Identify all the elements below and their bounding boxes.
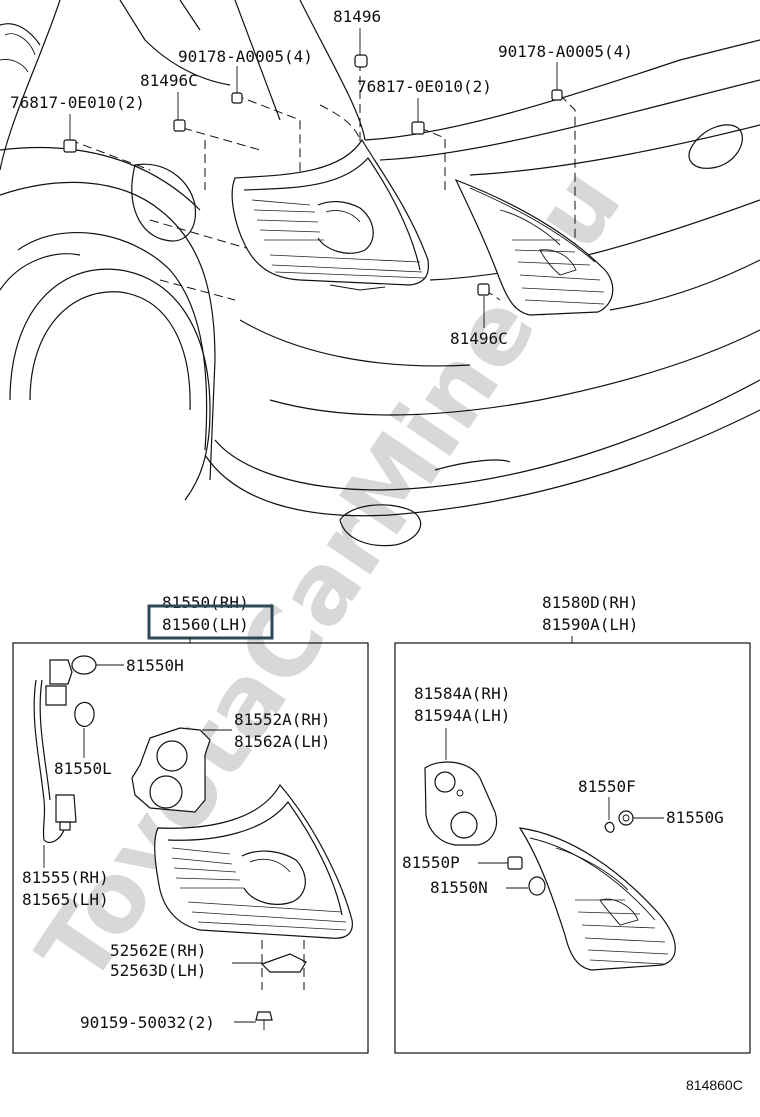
inner-lamp-81580D (518, 827, 676, 971)
label-81496C-top: 81496C (140, 71, 198, 90)
label-81590A: 81590A(LH) (542, 615, 638, 634)
label-81562A: 81562A(LH) (234, 732, 330, 751)
bulb-81550F (604, 797, 615, 833)
label-81496: 81496 (333, 7, 381, 26)
label-81594A: 81594A(LH) (414, 706, 510, 725)
outer-lamp-81550 (154, 783, 353, 939)
label-81580D: 81580D(RH) (542, 593, 638, 612)
label-81550N: 81550N (430, 878, 488, 897)
gasket-81552A (131, 727, 232, 813)
screw-90159 (234, 1011, 273, 1030)
gasket-81584A (424, 761, 498, 846)
label-52563D: 52563D(LH) (110, 961, 206, 980)
car-rear-illustration (0, 0, 760, 547)
label-81552A: 81552A(RH) (234, 710, 330, 729)
label-90159: 90159-50032(2) (80, 1013, 215, 1032)
fasteners-top (63, 54, 563, 296)
highlight-81560 (147, 604, 274, 640)
label-76817-left: 76817-0E010(2) (10, 93, 145, 112)
label-81550P: 81550P (402, 853, 460, 872)
bracket-52562E (232, 940, 307, 990)
label-81550-rh: 81550(RH) (162, 593, 249, 612)
socket-81550G (618, 810, 664, 826)
label-90178-left: 90178-A0005(4) (178, 47, 313, 66)
label-81550L: 81550L (54, 759, 112, 778)
outer-lamp-box (12, 642, 369, 1054)
label-81496C-bottom: 81496C (450, 329, 508, 348)
socket-81550P (478, 856, 523, 870)
label-81550F: 81550F (578, 777, 636, 796)
label-81560-lh: 81560(LH) (162, 615, 249, 634)
diagram-code: 814860C (686, 1077, 743, 1093)
label-81550H: 81550H (126, 656, 184, 675)
bulb-81550N (506, 876, 546, 896)
inner-lamp-on-car (454, 178, 614, 316)
bulb-81550H (71, 655, 124, 675)
wiring-socket-81555 (33, 659, 77, 843)
outer-lamp-on-car (231, 138, 430, 291)
label-81584A: 81584A(RH) (414, 684, 510, 703)
label-76817-right: 76817-0E010(2) (357, 77, 492, 96)
bulb-81550L (74, 701, 95, 758)
label-90178-right: 90178-A0005(4) (498, 42, 633, 61)
label-52562E: 52562E(RH) (110, 941, 206, 960)
inner-lamp-box (394, 642, 751, 1054)
label-81550G: 81550G (666, 808, 724, 827)
label-81555: 81555(RH) (22, 868, 109, 887)
label-81565: 81565(LH) (22, 890, 109, 909)
